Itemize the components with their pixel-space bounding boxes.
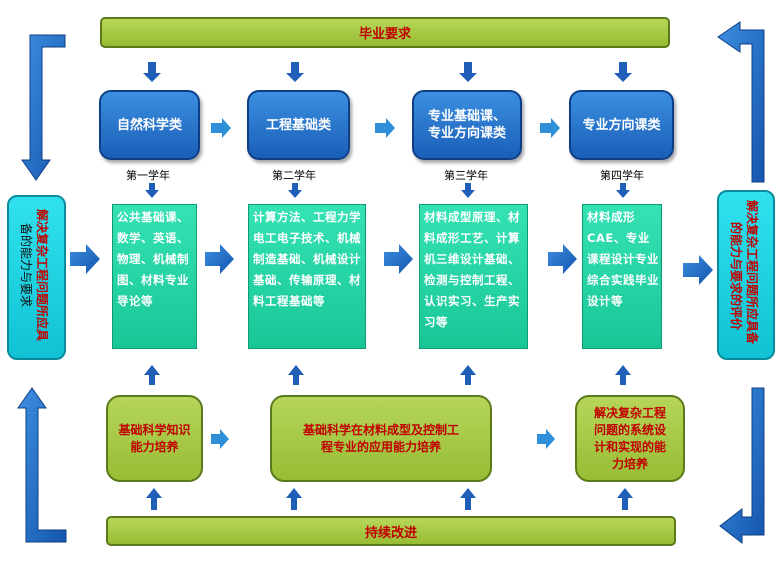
arrow-up <box>288 365 304 385</box>
arrow-up <box>460 488 476 510</box>
left-requirements-red: 解决复杂工程问题所应具 <box>35 209 49 342</box>
category-label-line2: 专业方向课类 <box>427 126 506 141</box>
arrow-right <box>70 244 100 274</box>
arrow-down <box>288 183 302 198</box>
arrow-down <box>143 62 161 82</box>
arrow-right <box>537 429 555 449</box>
arrow-right <box>211 118 231 138</box>
category-natural-science: 自然科学类 <box>99 90 200 160</box>
right-evaluation-red: 解决复杂工程问题所应具备 <box>745 200 759 345</box>
category-professional-direction: 专业方向课类 <box>569 90 674 160</box>
arrow-up <box>460 365 476 385</box>
arrow-up <box>146 488 162 510</box>
right-arrows-categories <box>211 118 560 138</box>
corner-arrow-top-left <box>21 34 66 181</box>
left-requirements-box: 解决复杂工程问题所应具 备的能力与要求 <box>7 195 66 360</box>
category-label-line1: 专业基础课、 <box>427 109 506 124</box>
left-requirements-black: 备的能力与要求 <box>19 223 33 308</box>
courses-year-4: 材料成形CAE、专业课程设计专业综合实践毕业设计等 <box>582 204 662 349</box>
right-evaluation-box: 解决复杂工程问题所应具备 的能力与要求的评价 <box>717 190 775 360</box>
ability-label: 基础科学在材料成型及控制工程专业的应用能力培养 <box>302 422 459 454</box>
continuous-improvement-label: 持续改进 <box>364 525 417 541</box>
graduation-requirements-bar: 毕业要求 <box>100 17 670 48</box>
arrow-right <box>548 244 577 274</box>
courses-year-2: 计算方法、工程力学电工电子技术、机械制造基础、机械设计基础、传输原理、材料工程基… <box>248 204 366 349</box>
arrow-up <box>144 365 160 385</box>
corner-arrow-top-right <box>717 21 765 183</box>
ability-label: 基础科学知识能力培养 <box>118 422 191 454</box>
arrow-right <box>375 118 395 138</box>
corner-arrow-bottom-left <box>17 387 67 543</box>
arrow-right <box>205 244 234 274</box>
down-arrows-years <box>145 183 630 198</box>
arrow-down <box>461 183 475 198</box>
up-arrows-abilities <box>144 365 631 385</box>
continuous-improvement-bar: 持续改进 <box>106 516 676 546</box>
arrow-up <box>617 488 633 510</box>
category-label: 自然科学类 <box>116 117 182 133</box>
arrow-right <box>540 118 560 138</box>
graduation-requirements-label: 毕业要求 <box>358 27 411 42</box>
ability-complex-problems: 解决复杂工程问题的系统设计和实现的能力培养 <box>575 395 685 482</box>
arrow-down <box>459 62 477 82</box>
arrow-down <box>616 183 630 198</box>
ability-application: 基础科学在材料成型及控制工程专业的应用能力培养 <box>270 395 492 482</box>
courses-year-3: 材料成型原理、材料成形工艺、计算机三维设计基础、检测与控制工程、认识实习、生产实… <box>419 204 528 349</box>
category-professional-basics: 专业基础课、 专业方向课类 <box>412 90 522 160</box>
right-arrows-middle <box>70 244 713 285</box>
ability-label: 解决复杂工程问题的系统设计和实现的能力培养 <box>593 405 666 471</box>
year-label-4: 第四学年 <box>600 169 644 182</box>
arrow-up <box>286 488 302 510</box>
category-label: 专业方向课类 <box>582 117 661 133</box>
year-label-1: 第一学年 <box>126 169 170 182</box>
arrow-right <box>683 255 713 285</box>
courses-year-1: 公共基础课、数学、英语、物理、机械制图、材料专业导论等 <box>112 204 197 349</box>
arrow-right <box>211 429 229 449</box>
arrow-right <box>384 244 413 274</box>
up-arrows-bottom <box>146 488 633 510</box>
corner-arrow-bottom-right <box>719 387 765 545</box>
down-arrows-top <box>143 62 632 82</box>
right-arrows-abilities <box>211 429 555 449</box>
ability-basic-science: 基础科学知识能力培养 <box>106 395 203 482</box>
year-label-2: 第二学年 <box>272 169 316 182</box>
arrow-up <box>615 365 631 385</box>
right-evaluation-black: 的能力与要求的评价 <box>729 222 743 331</box>
arrow-down <box>614 62 632 82</box>
category-engineering-basics: 工程基础类 <box>247 90 350 160</box>
year-label-3: 第三学年 <box>444 169 488 182</box>
category-label: 工程基础类 <box>265 117 331 133</box>
arrow-down <box>286 62 304 82</box>
arrow-down <box>145 183 159 198</box>
